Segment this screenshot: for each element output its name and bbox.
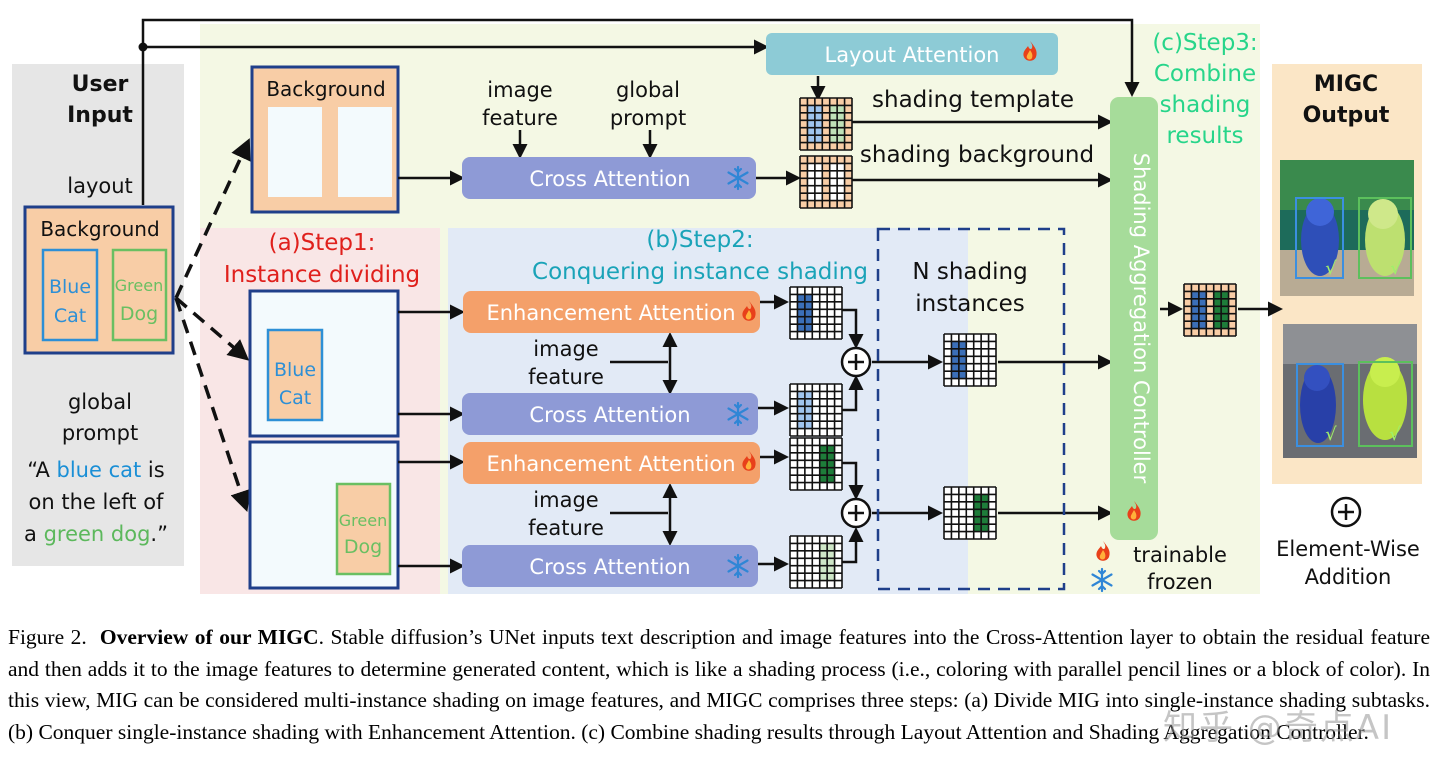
- instance-split-arrows: [174, 138, 251, 512]
- step3-title-4: results: [1166, 123, 1243, 149]
- step1-cat-box: [266, 328, 324, 422]
- enhancement-output-grid-1: [789, 286, 843, 340]
- element-wise-addition-node-2: [840, 497, 872, 529]
- shading-instance-grid-2: [943, 486, 997, 540]
- user-cat-label: Blue: [49, 276, 91, 298]
- prompt-text-line1: “A blue cat is: [27, 458, 164, 482]
- step2-image-feature-label-2b: feature: [528, 516, 604, 540]
- top-global-prompt-label-2: prompt: [610, 106, 686, 130]
- step1-dog-label-2: Dog: [344, 536, 382, 558]
- legend-addition-label-2: Addition: [1305, 565, 1392, 589]
- cross-output-grid-2: [789, 535, 843, 589]
- output-image-1: √ √: [1280, 160, 1414, 296]
- step1-bg-hole-left: [268, 107, 322, 197]
- cross-output-grid-1: [789, 383, 843, 437]
- check-mark: √: [1390, 258, 1402, 279]
- check-mark: √: [1325, 424, 1337, 445]
- output-image-2: √ √: [1283, 324, 1417, 458]
- step1-dog-box: [335, 482, 392, 576]
- legend-frozen-label: frozen: [1147, 570, 1213, 594]
- enhancement-attention-label-2: Enhancement Attention: [486, 452, 735, 476]
- enhancement-output-grid-2: [789, 437, 843, 491]
- step2-arrows: [398, 294, 1283, 574]
- user-layout-background-label: Background: [40, 217, 159, 241]
- n-shading-label-2: instances: [915, 291, 1024, 317]
- legend-addition-label: Element-Wise: [1276, 537, 1420, 561]
- junction-dot: [138, 42, 148, 52]
- step2-title: (b)Step2:: [646, 227, 753, 253]
- step3-title: (c)Step3:: [1152, 30, 1257, 56]
- user-dog-label: Green: [115, 276, 163, 295]
- top-arrows: [398, 76, 1113, 188]
- user-cat-label-2: Cat: [54, 305, 86, 327]
- cross-attention-block-2: [462, 545, 758, 587]
- caption-figure-number: Figure 2.: [8, 625, 87, 649]
- controller-label: Shading Aggregation Controller: [1129, 153, 1153, 484]
- step2-image-feature-label-1b: feature: [528, 365, 604, 389]
- output-title-2: Output: [1303, 103, 1390, 128]
- step3-title-3: shading: [1160, 92, 1251, 118]
- step2-image-feature-label-2: image: [533, 488, 598, 512]
- element-wise-addition-node-1: [840, 346, 872, 378]
- prompt-text-line2: on the left of: [29, 490, 165, 514]
- top-image-feature-label: image: [487, 78, 552, 102]
- top-image-feature-label-2: feature: [482, 106, 558, 130]
- layout-label: layout: [67, 174, 133, 198]
- n-shading-instances-box: [876, 227, 1066, 591]
- caption-text: . Stable diffusion’s UNet inputs text de…: [8, 625, 1431, 744]
- user-dog-box: [111, 248, 168, 342]
- user-layout-canvas: [23, 205, 175, 355]
- shading-background-label: shading background: [860, 142, 1094, 168]
- cross-attention-label-1: Cross Attention: [529, 403, 690, 427]
- watermark: 知乎 @奇点AI: [1163, 708, 1394, 748]
- user-input-title-2: Input: [67, 103, 133, 128]
- top-cross-attention-label: Cross Attention: [529, 167, 690, 191]
- shading-background-grid: [799, 155, 853, 209]
- step1-background-label: Background: [266, 77, 385, 101]
- top-cross-attention-block: [462, 157, 756, 199]
- shading-template-label: shading template: [872, 87, 1074, 113]
- output-title: MIGC: [1314, 72, 1378, 97]
- migc-diagram: User Input layout Background Blue Cat Gr…: [12, 18, 1422, 594]
- layout-attention-label: Layout Attention: [825, 43, 1000, 67]
- enhancement-attention-block-1: [463, 291, 760, 333]
- layout-attention-block: [766, 33, 1058, 75]
- global-prompt-label-2: prompt: [62, 421, 138, 445]
- step1-cat-label: Blue: [274, 359, 316, 381]
- check-mark: √: [1389, 424, 1401, 445]
- caption-bold-title: Overview of our MIGC: [99, 625, 319, 649]
- aggregated-output-grid: [1183, 283, 1237, 337]
- step2-image-feature-label-1: image: [533, 337, 598, 361]
- user-input-title: User: [72, 72, 129, 97]
- check-mark: √: [1325, 258, 1337, 279]
- enhancement-attention-block-2: [463, 442, 760, 484]
- legend-addition-icon: [1330, 496, 1362, 528]
- cross-attention-label-2: Cross Attention: [529, 555, 690, 579]
- step1-title-2: Instance dividing: [224, 262, 420, 288]
- legend-trainable-label: trainable: [1133, 543, 1227, 567]
- shading-template-grid: [799, 97, 853, 151]
- prompt-text-line3: a green dog.”: [24, 522, 168, 546]
- n-shading-label: N shading: [912, 259, 1027, 285]
- user-cat-box: [41, 248, 99, 342]
- top-global-prompt-label: global: [616, 78, 680, 102]
- step1-dog-label: Green: [339, 511, 387, 530]
- shading-instance-grid-1: [943, 333, 997, 387]
- step2-title-2: Conquering instance shading: [532, 259, 868, 285]
- figure-caption: Figure 2. Overview of our MIGC. Stable d…: [8, 622, 1430, 748]
- step1-title: (a)Step1:: [269, 230, 376, 256]
- step1-cat-label-2: Cat: [279, 387, 311, 409]
- step1-bg-hole-right: [338, 107, 392, 197]
- global-prompt-label: global: [68, 390, 132, 414]
- step3-title-2: Combine: [1154, 61, 1256, 87]
- cross-attention-block-1: [462, 393, 758, 435]
- user-dog-label-2: Dog: [120, 303, 158, 325]
- shading-aggregation-controller: [1110, 97, 1158, 540]
- enhancement-attention-label-1: Enhancement Attention: [486, 301, 735, 325]
- layout-routing-lines: [141, 18, 1140, 205]
